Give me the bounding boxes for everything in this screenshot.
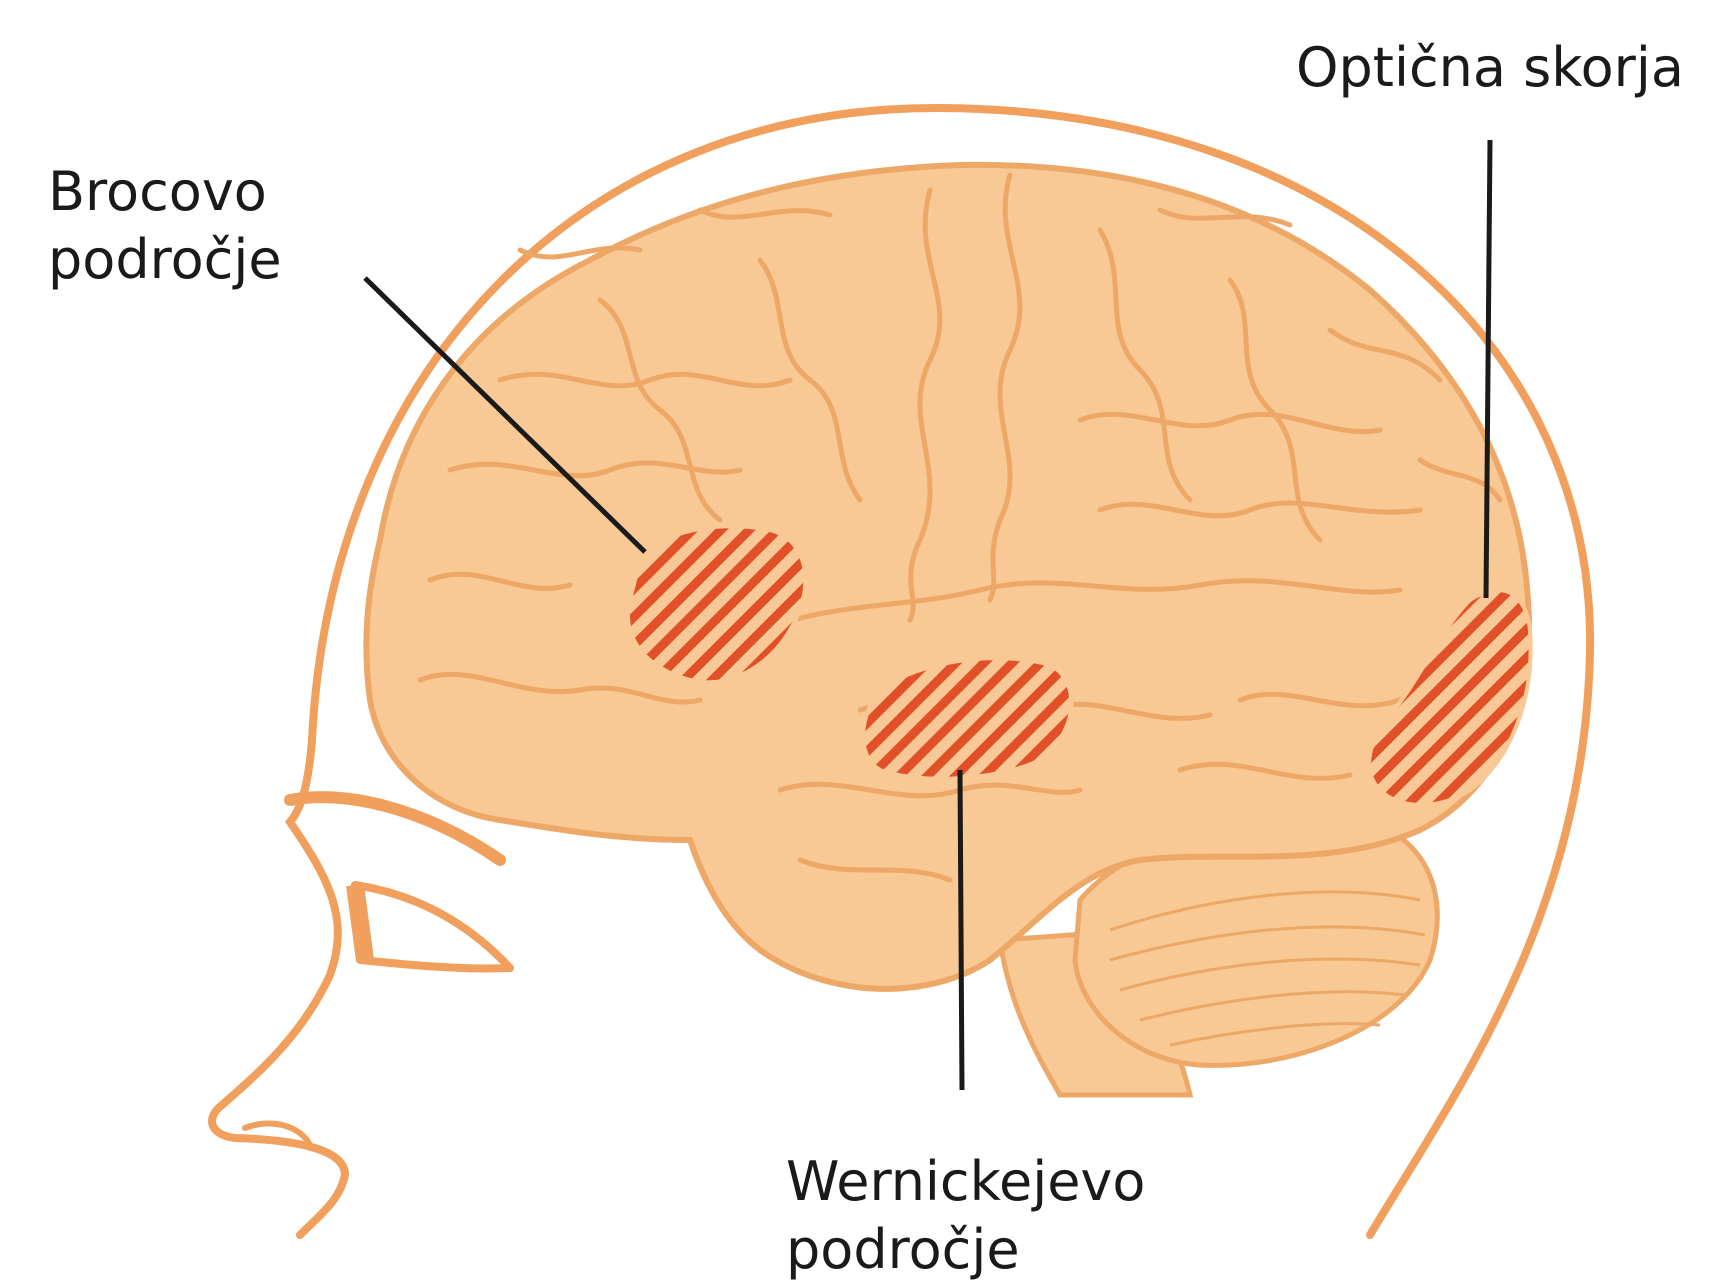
wernicke-area-label: Wernickejevo področje [786, 1148, 1145, 1284]
eye [355, 885, 510, 968]
broca-area-label-line1: Brocovo [48, 158, 282, 226]
wernicke-area-label-line2: področje [786, 1216, 1145, 1284]
eye-lid [355, 885, 365, 960]
wernicke-area-label-line1: Wernickejevo [786, 1148, 1145, 1216]
optic-cortex-label: Optična skorja [1296, 34, 1684, 102]
optic-cortex-label-line1: Optična skorja [1296, 34, 1684, 102]
broca-area-label: Brocovo področje [48, 158, 282, 294]
broca-area-label-line2: področje [48, 226, 282, 294]
wernicke-leader-line [960, 770, 962, 1090]
